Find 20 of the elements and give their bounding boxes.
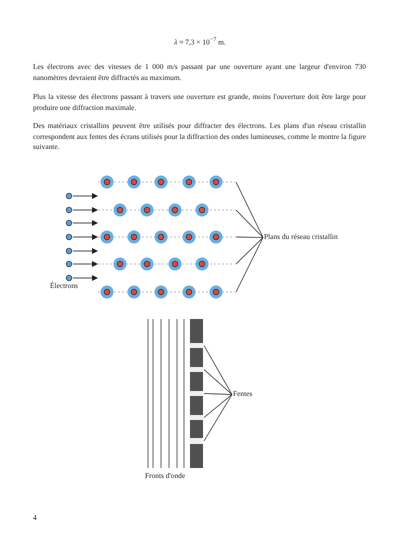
slit <box>190 367 203 372</box>
leader-line <box>236 210 264 238</box>
slit <box>190 438 203 444</box>
lattice-plane <box>98 204 236 216</box>
slit <box>190 415 203 420</box>
leader-line <box>204 393 232 395</box>
lattice-plane <box>98 176 236 188</box>
lattice-plane <box>98 230 236 244</box>
lattice-plane <box>98 258 236 270</box>
leader-line <box>204 394 232 418</box>
leader-line <box>236 236 264 238</box>
leader-line <box>204 345 232 395</box>
lattice-plane <box>98 286 236 298</box>
leader-line <box>204 369 232 395</box>
leader-line <box>236 182 264 238</box>
slit <box>190 343 203 348</box>
leader-line <box>236 237 264 292</box>
leader-line <box>236 237 264 264</box>
leader-line <box>204 394 232 442</box>
slit <box>190 391 203 396</box>
